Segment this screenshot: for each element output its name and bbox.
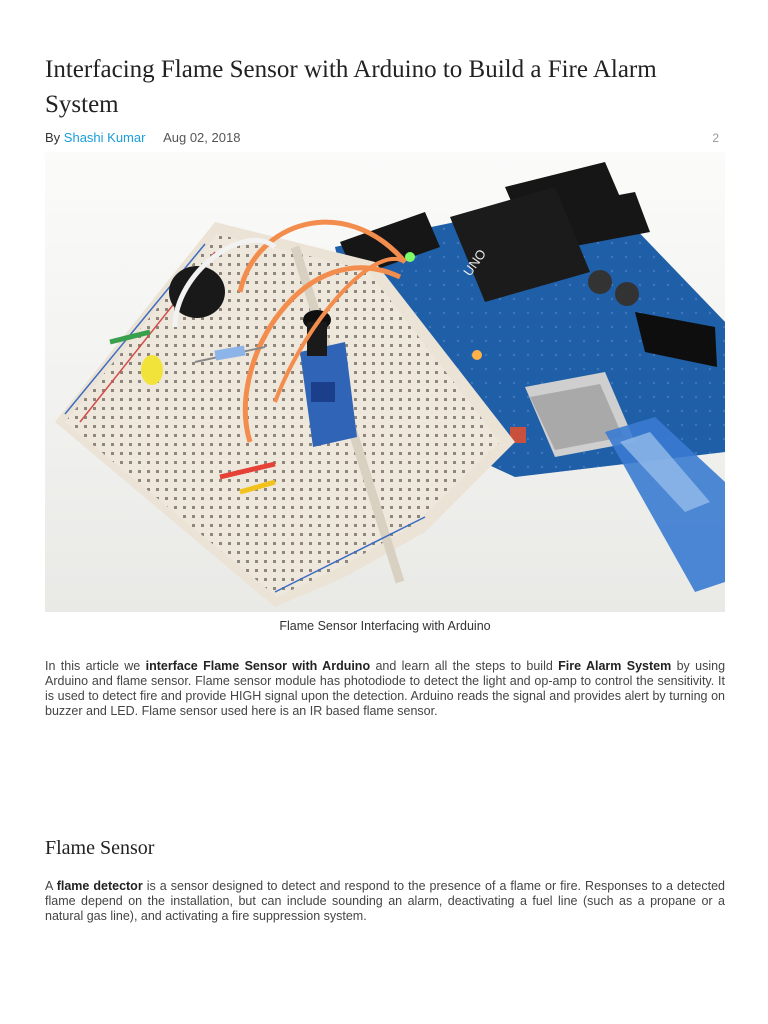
publish-date: Aug 02, 2018: [163, 130, 241, 145]
intro-paragraph: In this article we interface Flame Senso…: [45, 659, 726, 718]
section-heading: Flame Sensor: [45, 837, 155, 859]
article-meta: By Shashi Kumar Aug 02, 2018 2: [45, 130, 725, 145]
comment-count[interactable]: 2: [712, 131, 719, 145]
article-title: Interfacing Flame Sensor with Arduino to…: [45, 56, 657, 118]
arduino-flame-sensor-photo: UNO: [45, 152, 725, 612]
article-image: UNO: [45, 152, 725, 612]
section-paragraph: A flame detector is a sensor designed to…: [45, 879, 725, 923]
by-label: By: [45, 130, 61, 145]
author-link[interactable]: Shashi Kumar: [63, 130, 146, 145]
image-caption: Flame Sensor Interfacing with Arduino: [279, 619, 491, 633]
